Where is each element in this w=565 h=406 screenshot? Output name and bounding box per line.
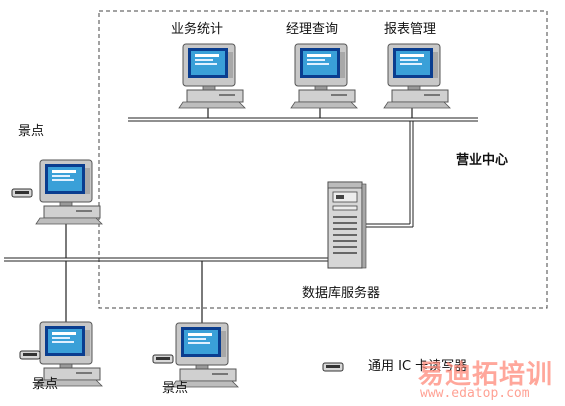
scenic-label-3: 景点: [162, 381, 189, 396]
scenic-pc-1: [35, 159, 103, 225]
server-label: 数据库服务器: [302, 286, 381, 301]
workstation-label-3: 报表管理: [384, 22, 437, 37]
workstation-pc-3: [383, 43, 451, 109]
top-bus: [128, 117, 478, 122]
group-boundary: [98, 10, 548, 309]
ic-reader-icon: [152, 354, 174, 364]
server-uplink: [362, 121, 414, 228]
group-label: 营业中心: [456, 153, 509, 168]
ic-reader-icon: [11, 188, 33, 198]
workstation-pc-1: [178, 43, 246, 109]
ic-reader-icon: [19, 350, 41, 360]
scenic-pc-3: [171, 322, 239, 388]
database-server: [327, 181, 367, 269]
workstation-label-1: 业务统计: [171, 22, 224, 37]
watermark-url: www.edatop.com: [420, 386, 530, 401]
legend-label: 通用 IC 卡读写器: [368, 359, 468, 374]
scenic-label-1: 景点: [18, 124, 45, 139]
workstation-label-2: 经理查询: [286, 22, 339, 37]
bottom-bus: [4, 257, 330, 262]
scenic-label-2: 景点: [32, 377, 59, 392]
legend-ic-reader-icon: [322, 362, 344, 372]
workstation-pc-2: [290, 43, 358, 109]
watermark-logo: 易迪拓培训: [418, 360, 554, 390]
